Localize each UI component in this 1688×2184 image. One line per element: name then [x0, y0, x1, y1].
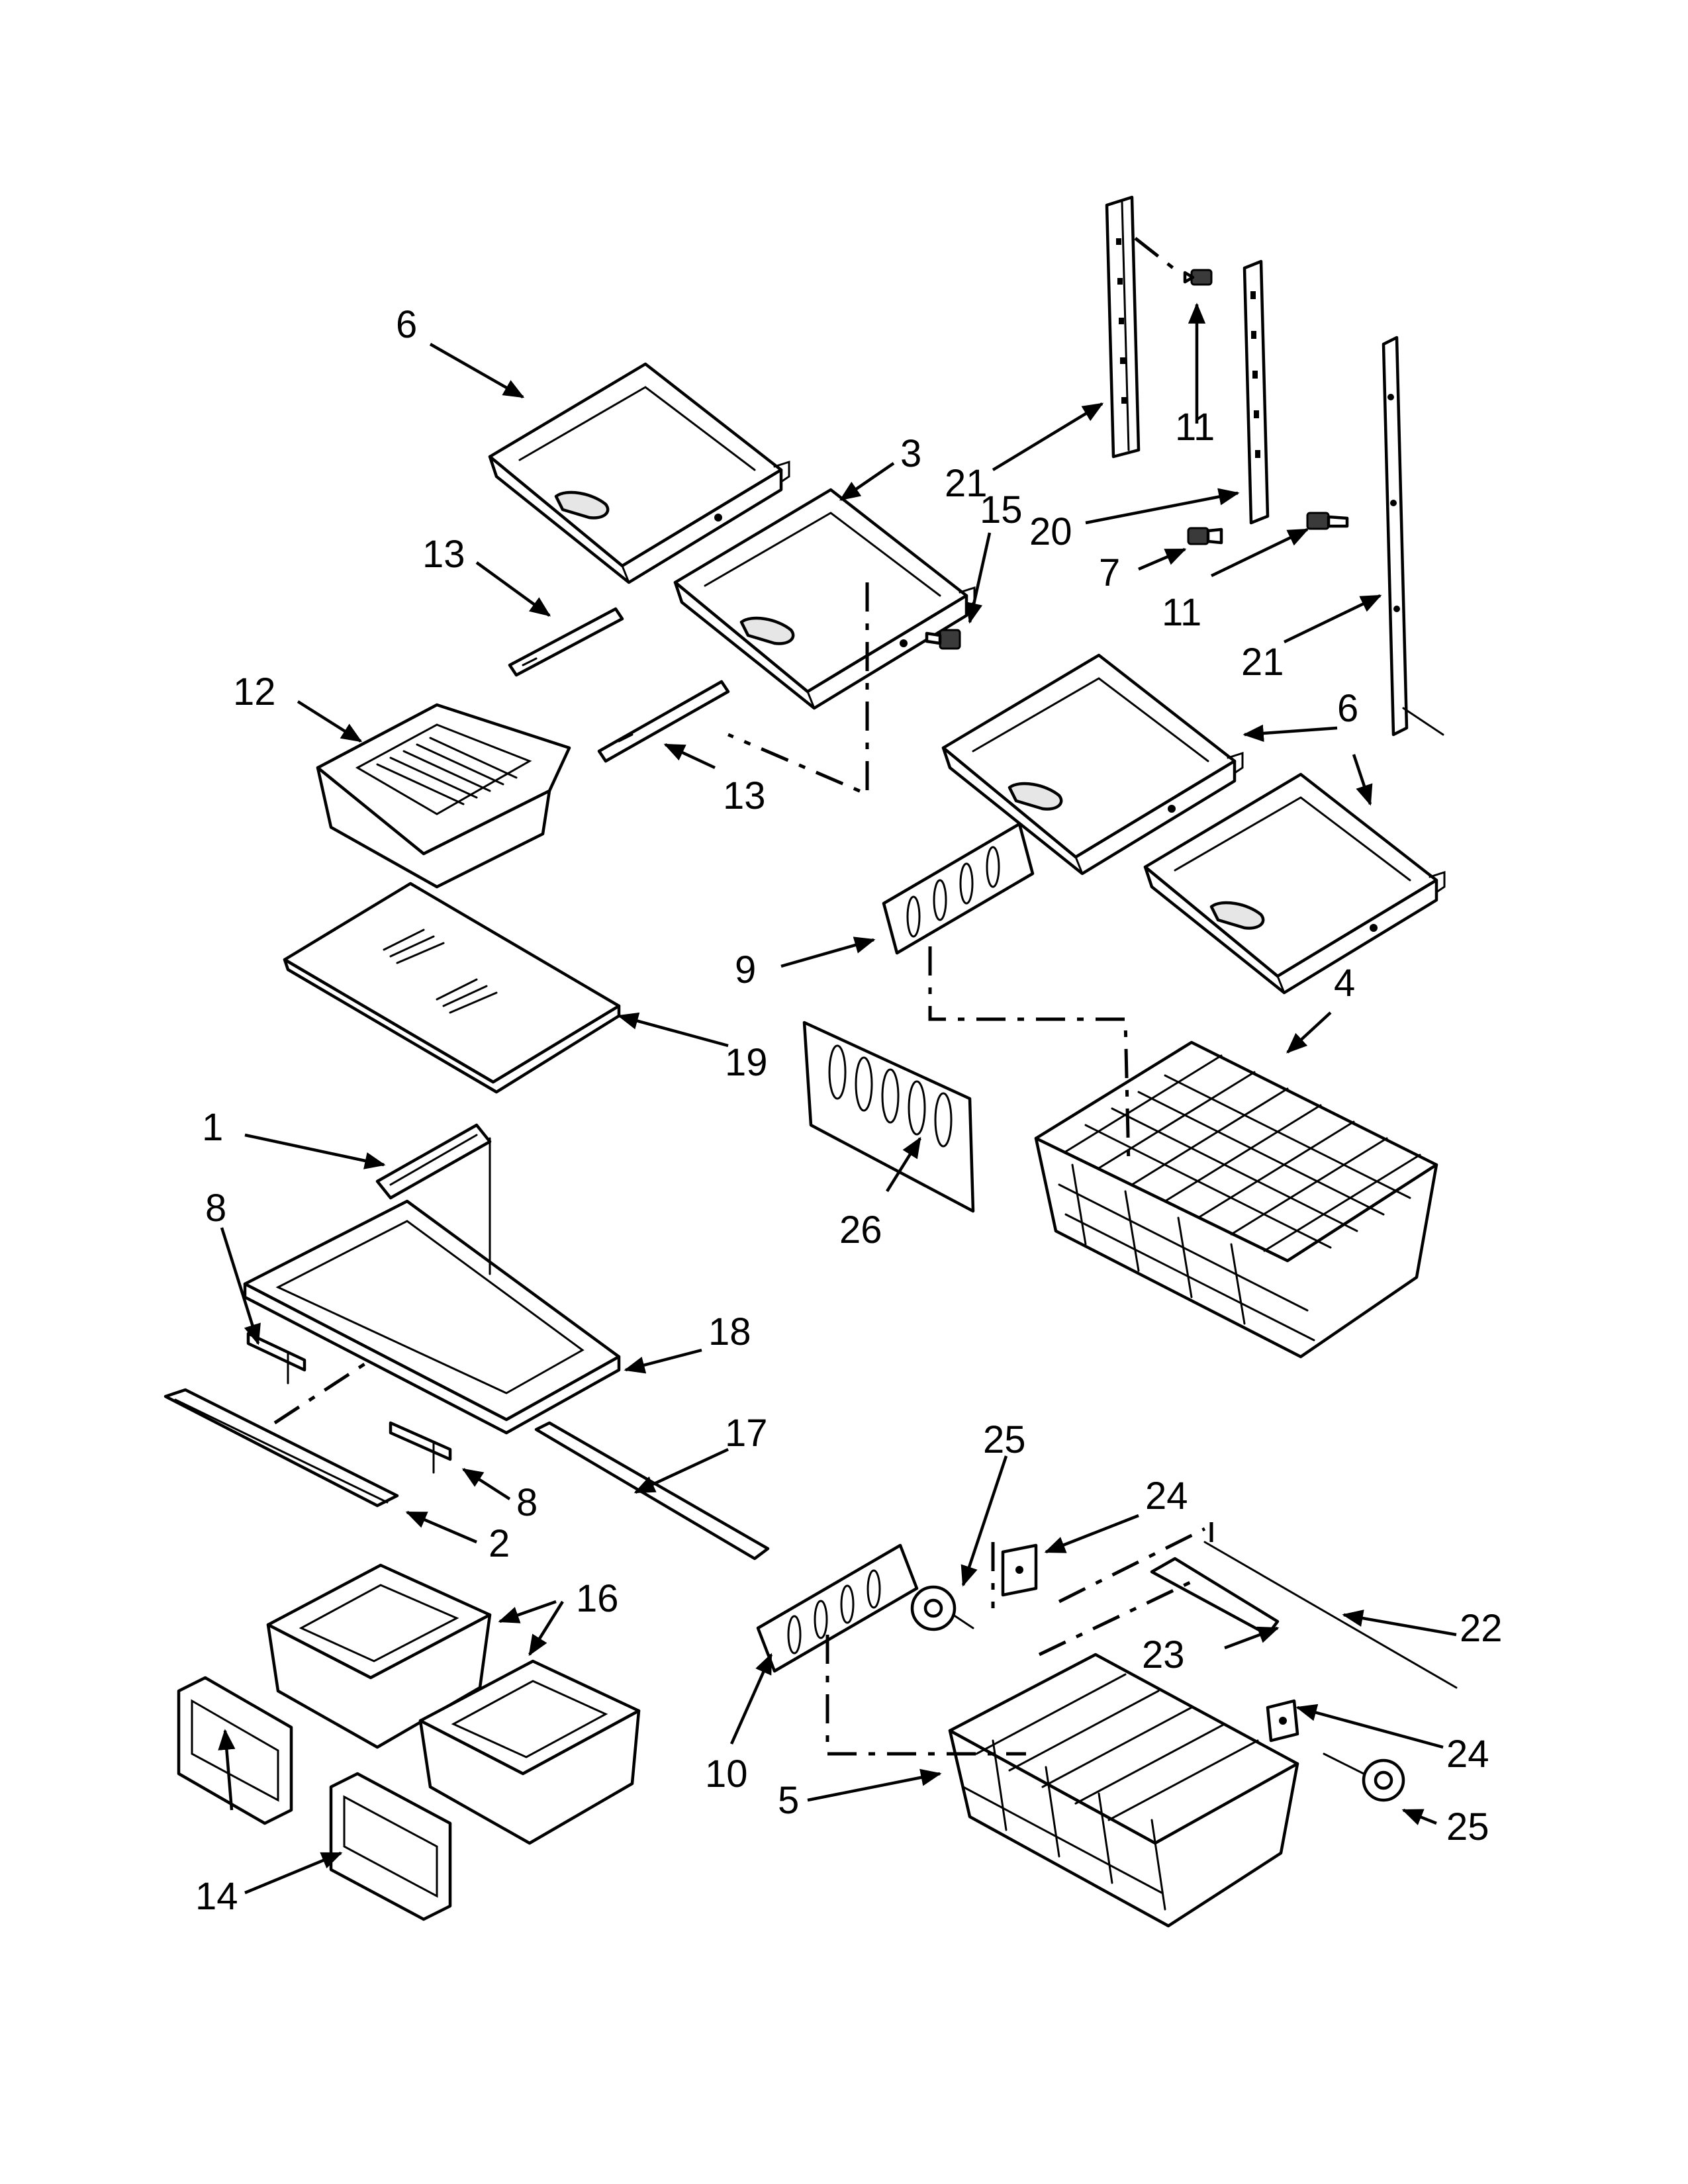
glass-shelf-part-19: [283, 882, 621, 1094]
screw-part-11-lower: [1306, 512, 1349, 530]
wire-basket-part-4: [1034, 1040, 1438, 1359]
callout-26: 26: [839, 1208, 882, 1251]
pan-part-16-right: [418, 1659, 641, 1845]
drawer-slide-part-13-upper: [508, 607, 624, 677]
callout-9: 9: [735, 948, 756, 991]
shelf-rail-part-20: [1243, 259, 1270, 525]
drawer-slide-part-13-lower: [597, 680, 730, 763]
callout-14: 14: [195, 1875, 238, 1918]
callout-22: 22: [1460, 1607, 1503, 1650]
callout-6-upper-left: 6: [396, 303, 417, 346]
callout-10: 10: [705, 1752, 748, 1796]
gear-part-25-upper: [910, 1585, 974, 1631]
callout-6-right: 6: [1337, 687, 1358, 730]
bracket-part-24-upper: [1001, 1543, 1038, 1597]
callout-15: 15: [980, 488, 1023, 531]
lever-part-23: [1150, 1557, 1280, 1637]
assembly-lines: [727, 582, 1213, 1756]
callout-19: 19: [725, 1041, 768, 1084]
shelf-rail-part-21-right: [1382, 336, 1444, 737]
basket-divider-part-9: [882, 822, 1035, 955]
callout-24-lower: 24: [1446, 1733, 1489, 1776]
callout-11-upper: 11: [1175, 406, 1215, 449]
callout-2: 2: [489, 1522, 510, 1565]
callout-25-upper: 25: [983, 1418, 1026, 1461]
basket-divider-part-10: [756, 1543, 919, 1673]
screw-part-11-upper: [1134, 237, 1213, 286]
leader-arrows: [218, 302, 1457, 1895]
callout-21-right: 21: [1241, 641, 1284, 684]
callout-18: 18: [708, 1310, 751, 1353]
screw-part-7: [1187, 527, 1223, 545]
basket-divider-part-26: [802, 1021, 975, 1213]
callout-8-right: 8: [516, 1481, 538, 1524]
callout-20: 20: [1029, 510, 1072, 553]
callout-23: 23: [1142, 1633, 1185, 1676]
callout-3: 3: [900, 432, 921, 475]
cover-strip-part-2: [164, 1358, 399, 1508]
crisper-drawer-part-12: [316, 703, 571, 889]
callout-1: 1: [202, 1106, 223, 1149]
callout-11-lower: 11: [1162, 591, 1201, 634]
screw-part-15: [925, 629, 961, 650]
drawer-front-part-14-left: [177, 1676, 293, 1825]
callout-5: 5: [778, 1779, 799, 1822]
callout-8-left: 8: [205, 1187, 226, 1230]
callout-7: 7: [1099, 551, 1120, 594]
callout-17: 17: [725, 1412, 768, 1455]
slide-part-1: [375, 1123, 492, 1200]
callout-labels: 6 3 15 13 12 13 21 11 20 7 11 21 6 9 4 1…: [195, 303, 1503, 1918]
callout-4: 4: [1334, 962, 1355, 1005]
bracket-part-8-right: [389, 1421, 452, 1474]
bracket-part-24-lower: [1266, 1699, 1299, 1743]
callout-25-lower: 25: [1446, 1805, 1489, 1848]
callout-13-upper: 13: [422, 533, 465, 576]
wire-part-22: [1203, 1541, 1458, 1689]
wire-basket-part-5: [948, 1653, 1299, 1928]
callout-16: 16: [576, 1577, 619, 1620]
pan-part-16-left: [266, 1563, 492, 1749]
drawer-front-part-14-right: [329, 1772, 452, 1921]
callout-12: 12: [233, 670, 276, 713]
callout-21-left: 21: [945, 462, 988, 505]
shelf-rail-part-21-left: [1105, 195, 1141, 459]
callout-13-lower: 13: [723, 774, 766, 817]
gear-part-25-lower: [1323, 1752, 1405, 1802]
callout-24-upper: 24: [1145, 1475, 1188, 1518]
deli-tray-frame-part-18: [243, 1137, 621, 1435]
